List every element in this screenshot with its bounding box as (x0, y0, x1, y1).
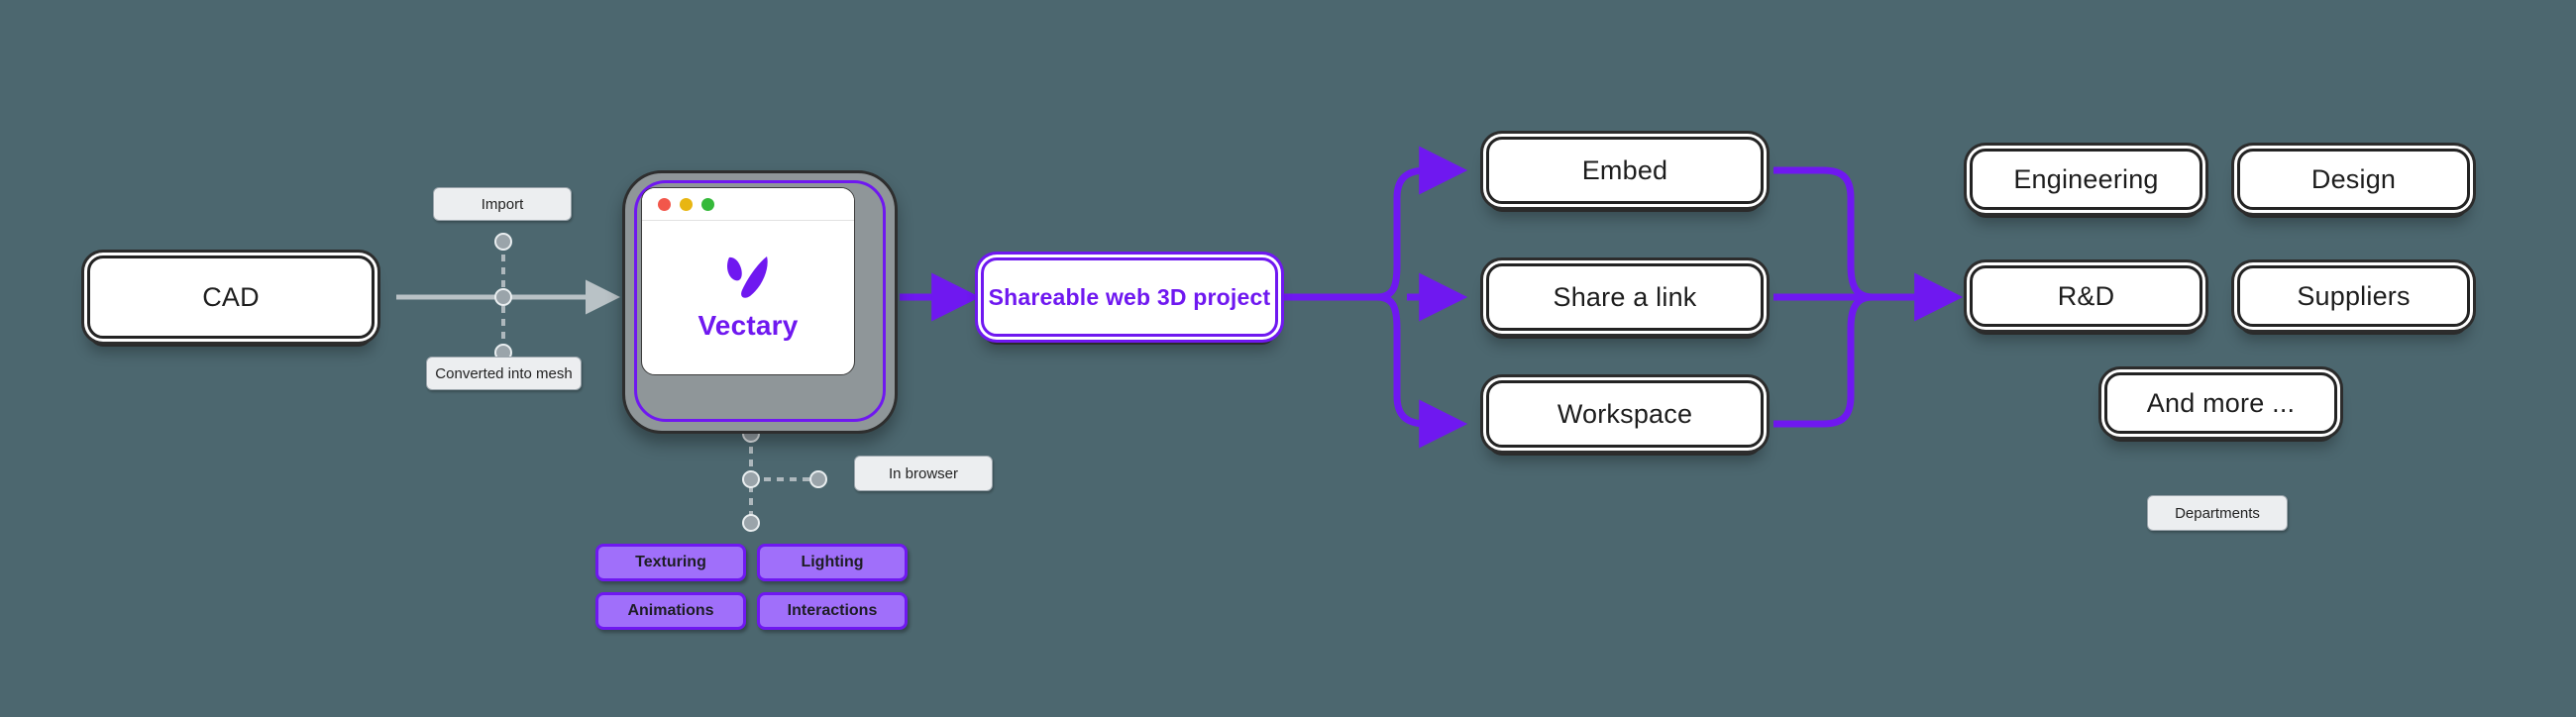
annotation-import[interactable]: Import (433, 187, 572, 221)
node-share-a-link-label: Share a link (1553, 281, 1697, 312)
link-shareable-to-splitter (1284, 146, 1468, 449)
node-shareable-web-3d-project[interactable]: Shareable web 3D project (981, 257, 1278, 337)
maximize-dot-icon[interactable] (701, 197, 714, 211)
browser-accent-ring (634, 180, 886, 422)
node-rnd-label: R&D (2057, 280, 2115, 311)
browser-titlebar (642, 188, 854, 221)
node-engineering-label: Engineering (2013, 163, 2159, 194)
node-embed[interactable]: Embed (1486, 137, 1764, 204)
annotation-connector-in-browser (742, 425, 827, 532)
node-embed-label: Embed (1581, 154, 1668, 185)
node-rnd[interactable]: R&D (1970, 265, 2202, 327)
node-workspace[interactable]: Workspace (1486, 380, 1764, 448)
node-suppliers-label: Suppliers (2297, 280, 2411, 311)
node-cad[interactable]: CAD (87, 256, 375, 339)
node-shareable-label: Shareable web 3D project (988, 283, 1271, 310)
chip-lighting-label: Lighting (801, 554, 864, 570)
chip-texturing-label: Texturing (635, 554, 706, 570)
chip-texturing[interactable]: Texturing (595, 544, 746, 581)
close-dot-icon[interactable] (658, 197, 671, 211)
annotation-connector-import-mesh (494, 233, 512, 361)
browser-frame: Vectary (641, 187, 855, 375)
chip-animations-label: Animations (627, 602, 714, 619)
node-design[interactable]: Design (2237, 149, 2470, 210)
node-design-label: Design (2310, 163, 2397, 194)
annotation-in-browser-label: In browser (888, 464, 959, 482)
annotation-converted-label: Converted into mesh (435, 364, 573, 382)
node-suppliers[interactable]: Suppliers (2237, 265, 2470, 327)
chip-interactions[interactable]: Interactions (757, 592, 908, 630)
node-and-more[interactable]: And more ... (2104, 372, 2337, 434)
vectary-brand-label: Vectary (698, 310, 799, 341)
chip-interactions-label: Interactions (787, 602, 878, 619)
node-and-more-label: And more ... (2146, 387, 2296, 418)
annotation-departments[interactable]: Departments (2147, 495, 2288, 531)
annotation-converted-into-mesh[interactable]: Converted into mesh (426, 357, 582, 390)
vectary-browser-window[interactable]: Vectary (622, 170, 898, 434)
vectary-butterfly-logo-icon (722, 254, 774, 306)
annotation-in-browser[interactable]: In browser (854, 456, 993, 491)
node-engineering[interactable]: Engineering (1970, 149, 2202, 210)
annotation-import-label: Import (481, 195, 524, 213)
node-workspace-label: Workspace (1556, 398, 1693, 429)
chip-lighting[interactable]: Lighting (757, 544, 908, 581)
node-share-a-link[interactable]: Share a link (1486, 263, 1764, 331)
minimize-dot-icon[interactable] (680, 197, 693, 211)
browser-content: Vectary (642, 221, 854, 374)
chip-animations[interactable]: Animations (595, 592, 746, 630)
node-cad-label: CAD (202, 281, 260, 312)
link-outputs-to-departments (1773, 166, 1964, 428)
annotation-departments-label: Departments (2175, 504, 2260, 522)
